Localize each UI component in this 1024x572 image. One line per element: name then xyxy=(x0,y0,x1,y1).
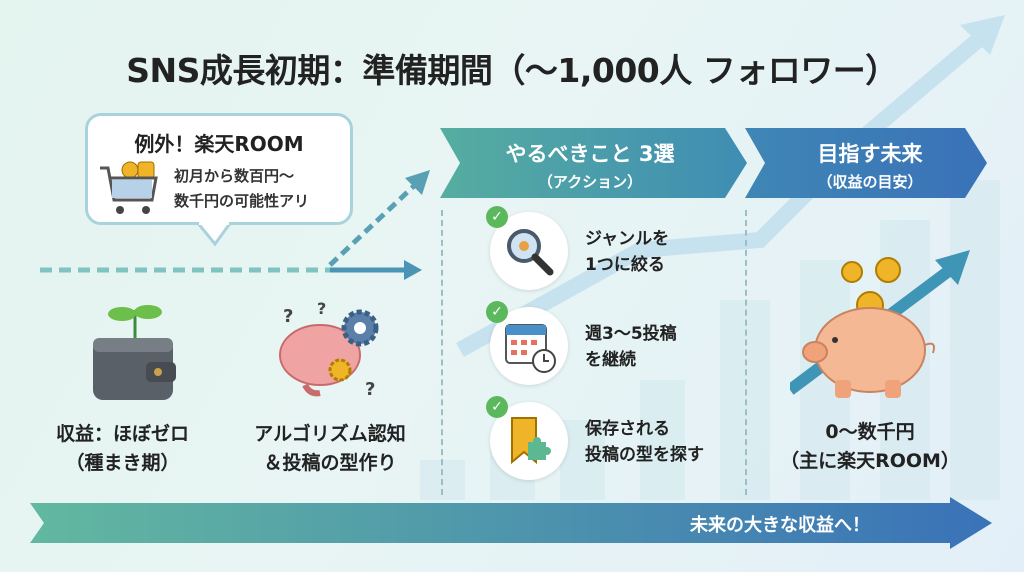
svg-text:?: ? xyxy=(283,306,293,327)
shopping-cart-icon xyxy=(100,161,158,214)
brain-gear-icon: ??? xyxy=(279,300,379,400)
stage-algorithm-line2: ＆投稿の型作り xyxy=(263,452,397,474)
header-chevrons xyxy=(440,128,987,198)
divider xyxy=(745,210,747,495)
action-line1: ジャンルを xyxy=(585,229,670,249)
action-line2: を継続 xyxy=(585,350,636,370)
piggy-bank-icon xyxy=(790,250,970,398)
future-header-subtitle: （収益の目安） xyxy=(817,173,923,191)
future-income-line2: （主に楽天ROOM） xyxy=(780,450,960,472)
page-title: SNS成長初期：準備期間（～1,000人 フォロワー） xyxy=(126,51,898,90)
stage-seed-line1: 収益：ほぼゼロ xyxy=(55,423,189,445)
callout-tail xyxy=(195,222,233,247)
stage-seed-line2: （種まき期） xyxy=(65,452,180,474)
exception-line1: 初月から数百円～ xyxy=(174,167,295,185)
bottom-arrow xyxy=(30,497,992,549)
action-line1: 週3～5投稿 xyxy=(585,324,677,344)
action-line1: 保存される xyxy=(585,419,670,439)
bottom-arrow-label: 未来の大きな収益へ！ xyxy=(690,515,870,536)
magnifier-icon xyxy=(507,229,554,276)
exception-line2: 数千円の可能性アリ xyxy=(174,192,310,210)
check-icon: ✓ xyxy=(486,396,508,418)
action-item: ✓ 週3～5投稿を継続 xyxy=(486,301,730,387)
calendar-clock-icon xyxy=(505,324,556,373)
actions-header-subtitle: （アクション） xyxy=(537,173,643,191)
svg-text:?: ? xyxy=(365,379,375,400)
stage-algorithm: アルゴリズム認知 ＆投稿の型作り xyxy=(235,420,425,478)
action-item: ✓ ジャンルを 1つに絞る xyxy=(486,206,730,292)
timeline-arrows xyxy=(40,170,430,280)
wallet-sprout-icon xyxy=(93,305,176,400)
check-icon: ✓ xyxy=(486,301,508,323)
check-icon: ✓ xyxy=(486,206,508,228)
action-item: ✓ 保存される投稿の型を探す xyxy=(486,396,730,482)
future-header-title: 目指す未来 xyxy=(817,142,923,166)
action-line2: 1つに絞る xyxy=(585,255,665,275)
exception-heading: 例外！楽天ROOM xyxy=(134,132,304,156)
stage-algorithm-line1: アルゴリズム認知 xyxy=(254,423,406,445)
svg-text:?: ? xyxy=(317,300,326,318)
actions-header: やるべきこと 3選 （アクション） xyxy=(455,128,725,198)
future-header: 目指す未来 （収益の目安） xyxy=(760,128,980,198)
action-line2: 投稿の型を探す xyxy=(585,445,704,465)
divider xyxy=(441,210,443,495)
bookmark-puzzle-icon xyxy=(511,417,551,465)
actions-header-title: やるべきこと 3選 xyxy=(505,142,675,166)
future-income-line1: 0～数千円 xyxy=(825,421,915,443)
future-income: 0～数千円 （主に楽天ROOM） xyxy=(770,418,970,476)
stage-seed: 収益：ほぼゼロ （種まき期） xyxy=(40,420,205,478)
